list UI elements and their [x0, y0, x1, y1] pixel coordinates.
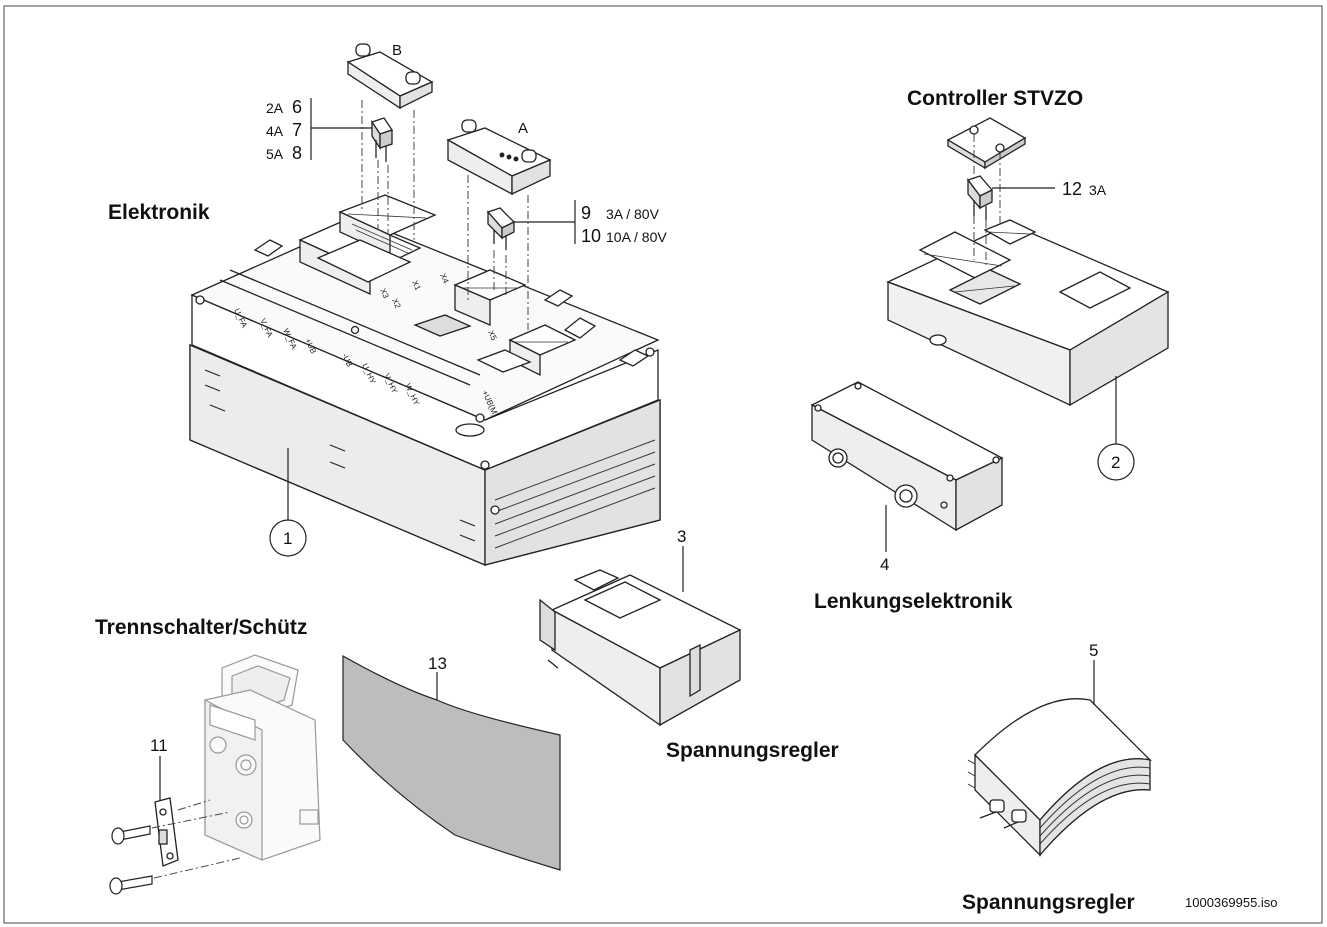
trennschalter-unit [204, 654, 321, 861]
board-label-x5: X5 [486, 329, 499, 342]
board-label-x3: X3 [378, 287, 391, 300]
callout-11: 11 [150, 736, 168, 755]
title-controller-stvzo: Controller STVZO [907, 87, 1084, 110]
title-elektronik: Elektronik [108, 201, 210, 224]
fuse-7-number: 7 [292, 120, 303, 140]
trennschalter-bracket [154, 797, 179, 867]
title-spannungsregler-5: Spannungsregler [962, 891, 1135, 914]
board-label-x4: X4 [438, 272, 451, 285]
title-trennschalter: Trennschalter/Schütz [95, 616, 308, 639]
board-label-x1: X1 [410, 279, 423, 292]
lenkung-unit [810, 381, 1004, 532]
cover-a [446, 119, 552, 196]
assembly-lines [361, 100, 529, 330]
callout-circle-2 [1097, 443, 1135, 481]
callout-13: 13 [428, 654, 447, 673]
callout-12-rating: 3A [1089, 182, 1107, 198]
fuse-8-rating: 5A [266, 146, 284, 162]
screws [109, 825, 153, 895]
spannungsregler-3 [539, 569, 742, 727]
diagram-border [3, 5, 1323, 924]
assembly-lines-trenn [151, 799, 241, 879]
controller-unit [886, 117, 1170, 407]
callout-b: B [392, 42, 403, 59]
fuse-9-number: 9 [581, 203, 592, 223]
fuse-6-number: 6 [292, 97, 303, 117]
callout-1: 1 [283, 529, 293, 548]
board-label-x2: X2 [390, 297, 403, 310]
callout-4: 4 [880, 555, 890, 574]
fuse-7-rating: 4A [266, 123, 284, 139]
fuse-6-7-8 [370, 117, 394, 162]
fuse-bracket-right [514, 200, 576, 244]
callout-12: 12 [1062, 179, 1083, 199]
title-spannungsregler-3: Spannungsregler [666, 739, 839, 762]
callout-3: 3 [677, 527, 687, 546]
elektronik-unit [189, 194, 661, 566]
insulation-sheet-13 [342, 654, 561, 871]
fuse-bracket-left [310, 98, 372, 160]
callout-a: A [518, 120, 529, 137]
callout-circle-1 [269, 519, 307, 557]
fuse-10-rating: 10A / 80V [606, 229, 667, 245]
document-id: 1000369955.iso [1185, 895, 1278, 910]
fuse-9-rating: 3A / 80V [606, 206, 659, 222]
spannungsregler-5 [967, 698, 1152, 857]
title-lenkungselektronik: Lenkungselektronik [814, 590, 1013, 613]
fuse-9-10 [486, 207, 516, 250]
fuse-8-number: 8 [292, 143, 303, 163]
cover-b [346, 43, 434, 110]
fuse-10-number: 10 [581, 226, 602, 246]
callout-2: 2 [1111, 453, 1121, 472]
fuse-6-rating: 2A [266, 100, 284, 116]
callout-5: 5 [1089, 641, 1099, 660]
